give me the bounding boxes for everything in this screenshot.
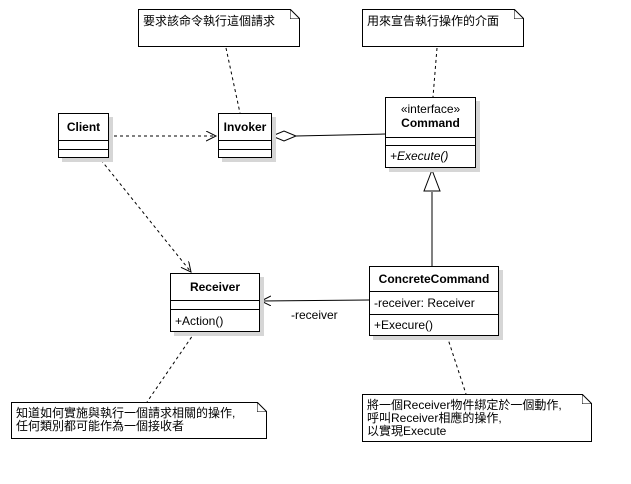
concrete-command-methods: +Execure(): [370, 314, 498, 335]
receiver-class: Receiver +Action(): [170, 273, 260, 332]
command-class-name: Command: [401, 116, 460, 130]
receiver-note-fold: [257, 402, 267, 412]
receiver-note: 知道如何實施與執行一個請求相關的操作, 任何類別都可能作為一個接收者: [11, 402, 267, 439]
receiver-note-anchor: [146, 331, 196, 403]
concrete-note-line-2: 呼叫Receiver相應的操作,: [367, 411, 502, 425]
client-class: Client: [58, 113, 109, 158]
invoker-note-text: 要求該命令執行這個請求: [143, 14, 276, 28]
command-note-anchor: [432, 47, 438, 98]
receiver-role-label: -receiver: [291, 308, 338, 322]
aggregation-diamond: [270, 130, 298, 142]
invoker-attributes: [219, 140, 271, 149]
receiver-action-method: +Action(): [175, 314, 224, 328]
command-header: «interface» Command: [386, 98, 475, 137]
invoker-methods: [219, 149, 271, 157]
concrete-note-anchor: [446, 335, 467, 395]
concrete-command-attributes: -receiver: Receiver: [370, 291, 498, 314]
invoker-class: Invoker: [218, 113, 272, 158]
receiver-note-line-1: 知道如何實施與執行一個請求相關的操作,: [16, 406, 236, 420]
command-note: 用來宣告執行操作的介面: [362, 9, 524, 47]
command-stereotype: «interface»: [400, 102, 461, 116]
command-note-fold: [514, 9, 524, 19]
client-methods: [59, 149, 108, 157]
invoker-note-anchor: [225, 47, 241, 114]
invoker-note-fold: [290, 9, 300, 19]
client-class-name: Client: [66, 120, 101, 134]
realization-triangle: [423, 168, 441, 192]
client-attributes: [59, 140, 108, 149]
concrete-command-receiver-attribute: -receiver: Receiver: [374, 296, 475, 310]
concrete-command-note: 將一個Receiver物件綁定於一個動作, 呼叫Receiver相應的操作, 以…: [362, 394, 592, 442]
receiver-methods: +Action(): [171, 309, 259, 331]
receiver-note-line-2: 任何類別都可能作為一個接收者: [16, 419, 185, 433]
command-note-text: 用來宣告執行操作的介面: [367, 14, 500, 28]
invoker-note: 要求該命令執行這個請求: [138, 9, 300, 47]
concrete-note-line-1: 將一個Receiver物件綁定於一個動作,: [367, 398, 562, 412]
concrete-command-class-name: ConcreteCommand: [378, 272, 490, 286]
concrete-receiver-association: [261, 300, 370, 301]
invoker-command-aggregation-line: [295, 133, 386, 137]
command-interface: «interface» Command +Execute(): [385, 97, 476, 168]
concrete-command-class: ConcreteCommand -receiver: Receiver +Exe…: [369, 266, 499, 336]
command-methods: +Execute(): [386, 145, 475, 167]
invoker-class-name: Invoker: [223, 120, 267, 134]
command-execute-method: +Execute(): [390, 149, 449, 163]
concrete-note-fold: [582, 394, 592, 404]
receiver-attributes: [171, 300, 259, 309]
command-attributes: [386, 137, 475, 145]
concrete-command-execute-method: +Execure(): [374, 318, 434, 332]
receiver-class-name: Receiver: [189, 280, 241, 294]
concrete-note-line-3: 以實現Execute: [367, 424, 447, 438]
client-receiver-dependency: [100, 159, 191, 272]
